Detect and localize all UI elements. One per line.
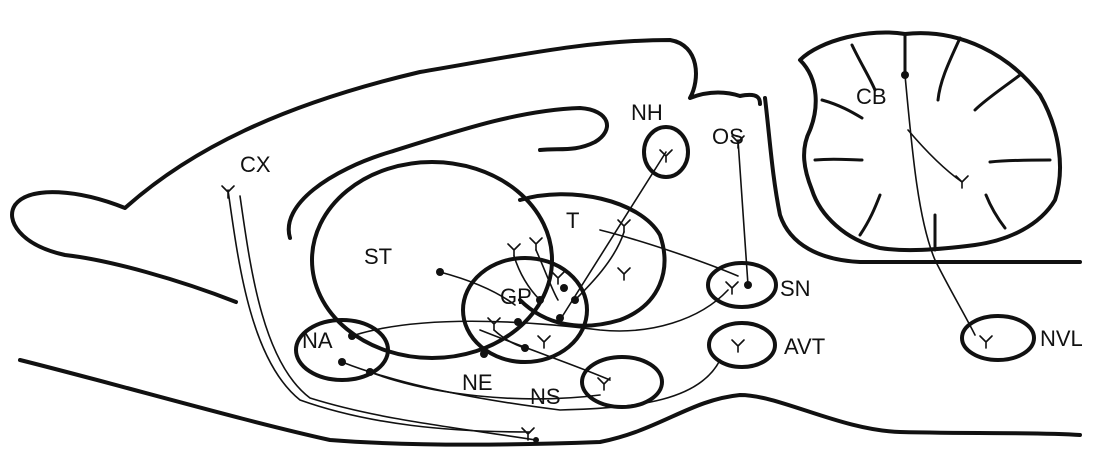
cortical-tract-1 — [228, 190, 530, 432]
cell-ne — [480, 350, 488, 358]
cell-st — [436, 268, 444, 276]
cell-gp-6 — [560, 284, 568, 292]
cerebellum-fold-7 — [860, 195, 880, 235]
terminal-gp-1 — [508, 244, 520, 256]
terminal-t-2 — [618, 268, 630, 280]
cell-gp-1 — [536, 296, 544, 304]
label-nvl: NVL — [1040, 326, 1083, 351]
cerebellum-fold-8 — [815, 159, 862, 160]
cerebellum-fold-4 — [990, 160, 1050, 162]
label-os: OS — [712, 124, 744, 149]
cell-na-1 — [348, 332, 356, 340]
label-sn: SN — [780, 276, 811, 301]
label-t: T — [566, 208, 579, 233]
nh-projection — [560, 152, 666, 320]
label-cb: CB — [856, 84, 887, 109]
cb-projection — [905, 75, 975, 335]
label-na: NA — [302, 328, 333, 353]
label-st: ST — [364, 244, 392, 269]
nucleus-nvl — [962, 316, 1034, 360]
cell-gp-3 — [571, 296, 579, 304]
cell-sn — [744, 281, 752, 289]
cell-bottom — [533, 437, 539, 443]
nucleus-ns — [582, 357, 662, 407]
cortical-tract-2 — [240, 196, 536, 440]
cell-na-2 — [338, 358, 346, 366]
cell-gp-5 — [514, 318, 522, 326]
label-ne: NE — [462, 370, 493, 395]
terminal-sn — [726, 282, 738, 294]
label-gp: GP — [500, 284, 532, 309]
terminal-cx — [222, 186, 234, 198]
terminal-gp-4 — [488, 318, 500, 330]
label-ns: NS — [530, 384, 561, 409]
cell-na-3 — [366, 368, 374, 376]
terminal-gp-2 — [530, 238, 542, 250]
cell-cb — [901, 71, 909, 79]
nucleus-sn — [708, 263, 776, 307]
terminal-cb — [956, 176, 968, 188]
cell-gp-2 — [556, 314, 564, 322]
terminal-gp-5 — [538, 336, 550, 348]
terminal-ns — [598, 378, 610, 390]
cell-gp-4 — [521, 344, 529, 352]
label-avt: AVT — [784, 334, 825, 359]
terminal-avt — [732, 340, 744, 352]
ns-projection — [480, 330, 610, 380]
cerebellum-fold-3 — [975, 75, 1020, 110]
cerebellum-fold-2 — [938, 38, 960, 100]
cerebellum — [800, 32, 1060, 250]
label-cx: CX — [240, 152, 271, 177]
terminal-gp-3 — [552, 272, 564, 284]
hippocampus-arc — [289, 108, 607, 238]
label-nh: NH — [631, 100, 663, 125]
terminal-nvl — [980, 336, 992, 348]
cerebellum-fold-5 — [986, 195, 1005, 228]
